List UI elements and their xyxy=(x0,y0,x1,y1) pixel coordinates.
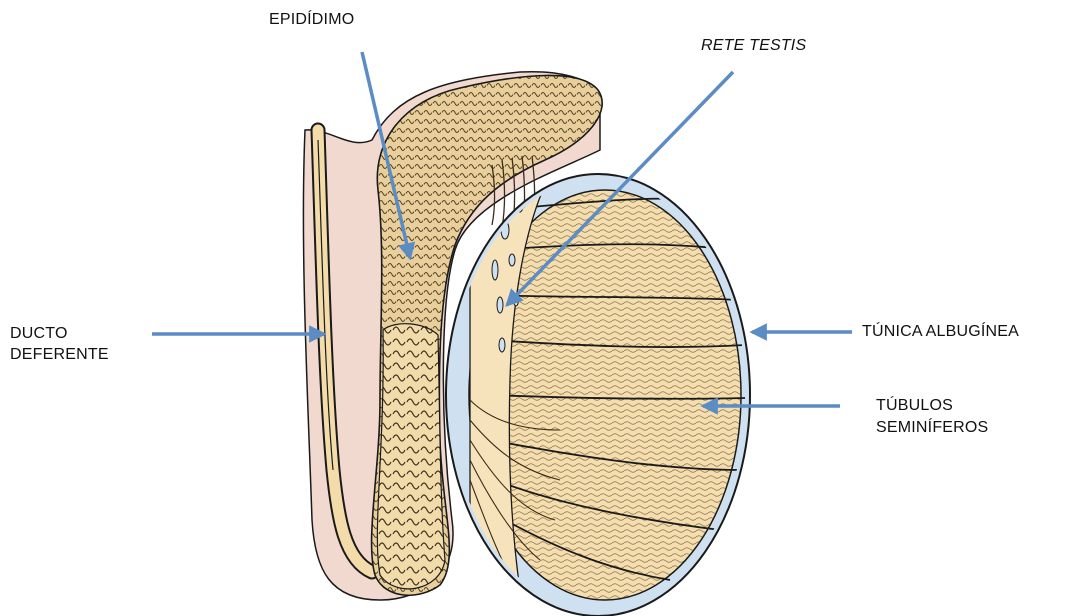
label-ducto-deferente-line2: DEFERENTE xyxy=(10,345,109,364)
label-tunica-albuginea: TÚNICA ALBUGÍNEA xyxy=(862,322,1019,341)
label-rete-testis: RETE TESTIS xyxy=(701,36,806,55)
label-epididimo: EPIDÍDIMO xyxy=(269,10,354,29)
label-ducto-deferente-line1: DUCTO xyxy=(10,324,68,343)
label-tubulos-line1: TÚBULOS xyxy=(876,396,953,415)
label-tubulos-line2: SEMINÍFEROS xyxy=(876,418,988,437)
epididymis-tail xyxy=(377,324,445,589)
